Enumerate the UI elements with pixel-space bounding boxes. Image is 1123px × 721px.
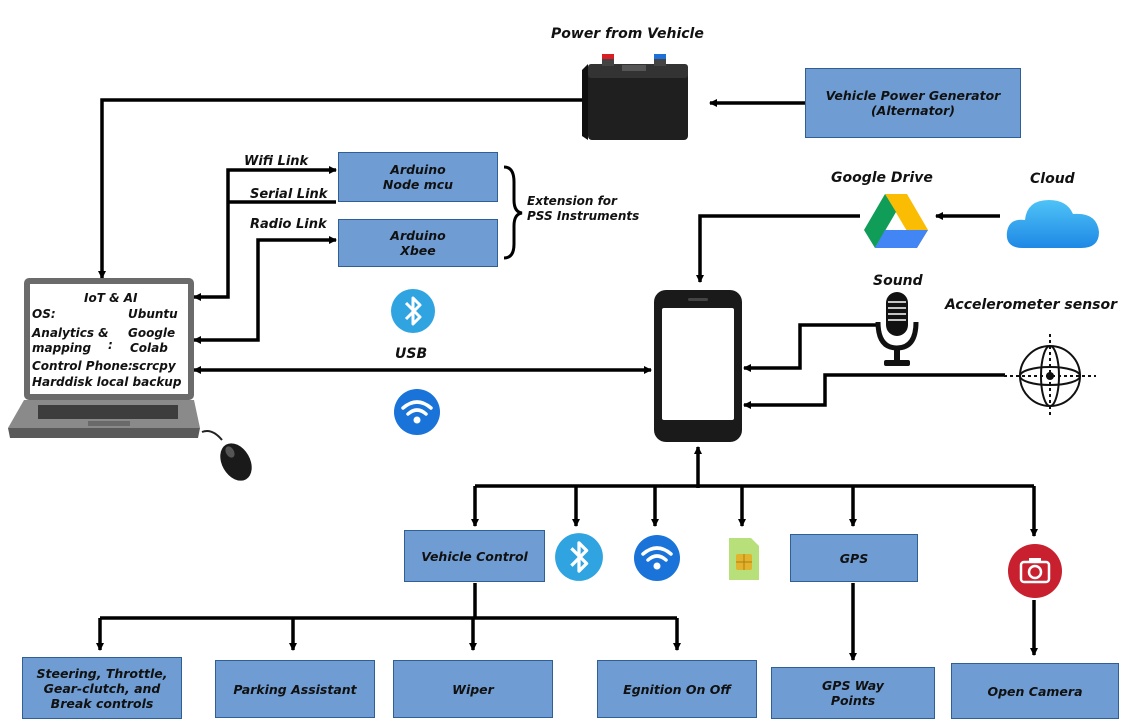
gps-box: GPS — [790, 534, 918, 582]
arduino-node-mcu-box: Arduino Node mcu — [338, 152, 498, 202]
mouse-icon — [201, 430, 252, 481]
camera-icon — [1008, 544, 1062, 598]
control-phone-value: scrcpy — [132, 359, 176, 373]
bluetooth-icon — [391, 289, 435, 333]
wifi-icon — [394, 389, 440, 435]
cloud-icon — [1006, 200, 1099, 248]
analytics-value-line1: Google — [128, 326, 176, 340]
laptop-icon — [8, 278, 200, 438]
steering-throttle-box: Steering, Throttle, Gear-clutch, and Bre… — [22, 657, 182, 719]
backup-label: Harddisk local backup — [32, 375, 182, 389]
cloud-label: Cloud — [1030, 171, 1075, 187]
extension-label-line2: PSS Instruments — [527, 209, 640, 223]
sound-label: Sound — [873, 273, 923, 289]
os-label: OS: — [32, 307, 56, 321]
microphone-icon — [875, 292, 919, 366]
wifi-link-label: Wifi Link — [244, 154, 309, 169]
smartphone-icon — [654, 290, 742, 442]
analytics-label-line2: mapping — [32, 341, 92, 355]
power-from-vehicle-label: Power from Vehicle — [551, 26, 704, 42]
google-drive-icon — [864, 194, 928, 248]
extension-label-line1: Extension for — [527, 194, 617, 208]
usb-label: USB — [395, 346, 428, 362]
control-phone-label: Control Phone: — [32, 359, 133, 373]
gps-waypoints-box: GPS Way Points — [771, 667, 935, 719]
os-value: Ubuntu — [128, 307, 178, 321]
accelerometer-label: Accelerometer sensor — [945, 297, 1118, 313]
extension-brace — [503, 165, 523, 260]
wifi-icon — [634, 535, 680, 581]
arduino-xbee-box: Arduino Xbee — [338, 219, 498, 267]
laptop-header: IoT & AI — [84, 291, 138, 305]
sim-card-icon — [729, 538, 759, 580]
accelerometer-icon — [1004, 334, 1096, 418]
serial-link-label: Serial Link — [250, 187, 328, 202]
google-drive-label: Google Drive — [831, 170, 933, 186]
radio-link-label: Radio Link — [250, 217, 327, 232]
vehicle-power-generator-box: Vehicle Power Generator (Alternator) — [805, 68, 1021, 138]
wiper-box: Wiper — [393, 660, 553, 718]
ignition-box: Egnition On Off — [597, 660, 757, 718]
open-camera-box: Open Camera — [951, 663, 1119, 719]
analytics-value-line2: Colab — [130, 341, 168, 355]
battery-icon — [582, 54, 688, 140]
bluetooth-icon — [555, 533, 603, 581]
analytics-label-line1: Analytics & — [32, 326, 109, 340]
vehicle-control-box: Vehicle Control — [404, 530, 545, 582]
analytics-colon: : — [108, 338, 113, 352]
parking-assistant-box: Parking Assistant — [215, 660, 375, 718]
